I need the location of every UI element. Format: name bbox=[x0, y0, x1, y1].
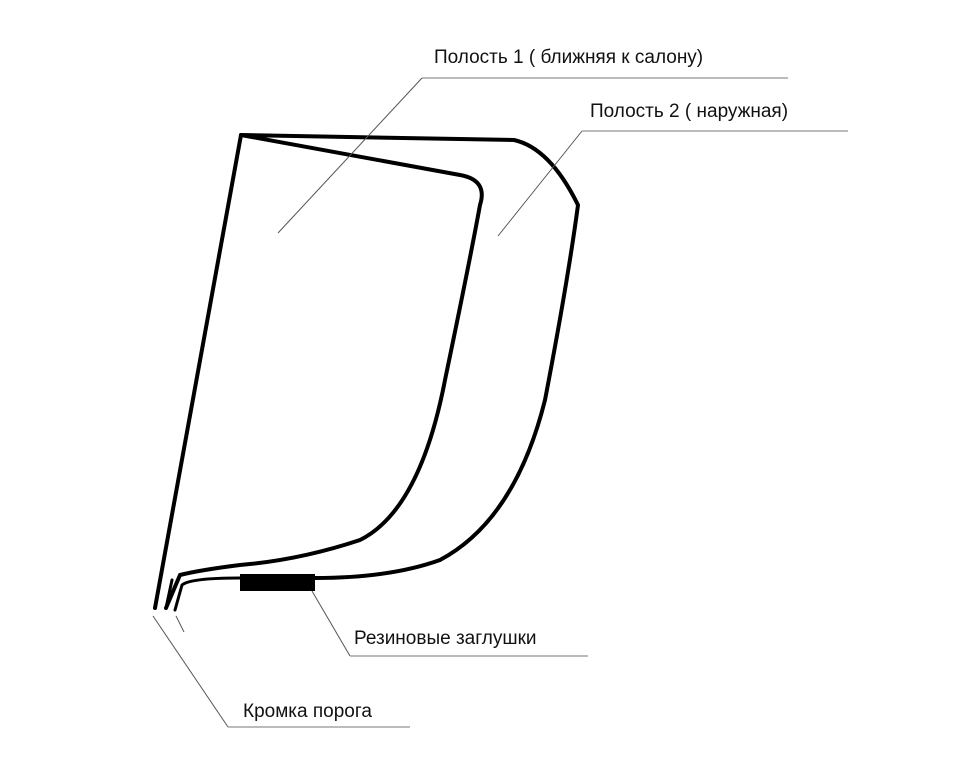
cavity1-leader bbox=[277, 77, 423, 234]
flange-line-1 bbox=[173, 576, 242, 612]
outer-panel-line bbox=[153, 133, 580, 610]
plugs-leader bbox=[311, 590, 351, 657]
flange-line-2 bbox=[164, 578, 174, 610]
plugs-label: Резиновые заглушки bbox=[354, 628, 537, 649]
cavity2-label: Полость 2 ( наружная) bbox=[590, 101, 788, 122]
sill-edge-label: Кромка порога bbox=[243, 701, 372, 722]
rubber-plug bbox=[240, 574, 315, 591]
cavity2-leader bbox=[497, 130, 583, 237]
cavity1-label: Полость 1 ( ближняя к салону) bbox=[434, 47, 703, 68]
inner-panel-line bbox=[164, 133, 484, 610]
sill-edge-leader-1 bbox=[152, 615, 229, 728]
sill-edge-leader-2 bbox=[175, 615, 185, 633]
